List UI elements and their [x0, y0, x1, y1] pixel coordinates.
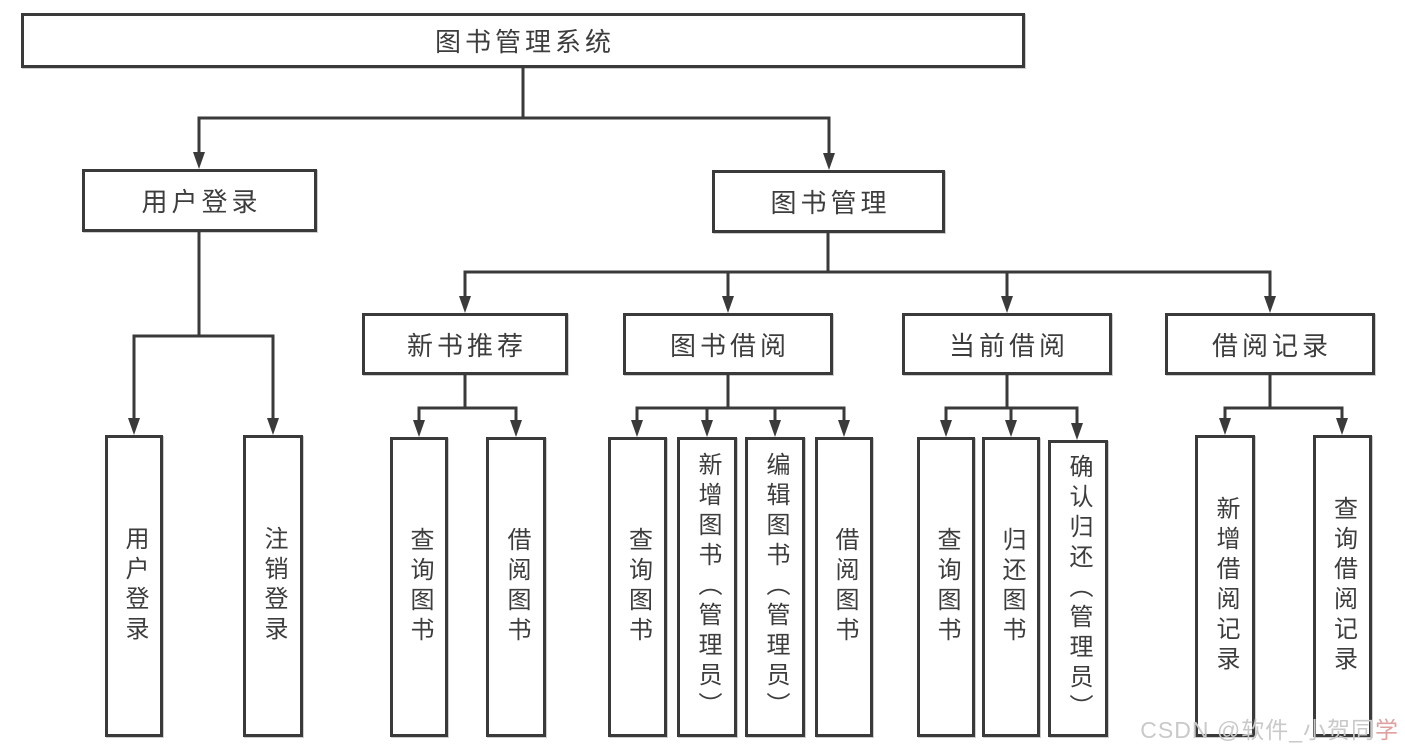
- arrow-icon: [1005, 420, 1017, 437]
- node-label: 查询图书: [933, 527, 960, 647]
- node-label: 图书借阅: [669, 330, 790, 361]
- node-label: 新书推荐: [406, 330, 527, 361]
- watermark-accent-text: 学: [1375, 717, 1399, 743]
- node-book-borrowing: 图书借阅: [623, 313, 833, 375]
- node-leaf-query-books: 查询图书: [608, 437, 667, 737]
- node-label: 借阅图书: [831, 527, 858, 647]
- arrow-icon: [459, 296, 471, 313]
- arrowheads: [128, 152, 1348, 440]
- arrow-icon: [510, 420, 522, 437]
- node-label: 用户登录: [121, 526, 148, 646]
- node-label: 图书管理系统: [434, 27, 615, 57]
- arrow-icon: [413, 420, 425, 437]
- arrow-icon: [1071, 423, 1083, 440]
- node-root-library-system: 图书管理系统: [21, 13, 1025, 68]
- arrow-icon: [823, 153, 835, 170]
- node-current-borrowing: 当前借阅: [902, 313, 1112, 375]
- node-label: 新增借阅记录: [1212, 496, 1239, 676]
- node-leaf-confirm-return-admin: 确认归还（管理员）: [1048, 440, 1108, 737]
- node-leaf-add-books-admin: 新增图书（管理员）: [677, 437, 737, 737]
- node-label: 借阅图书: [503, 527, 530, 647]
- arrow-icon: [940, 420, 952, 437]
- node-leaf-logout: 注销登录: [243, 435, 303, 737]
- node-leaf-borrow-books: 借阅图书: [486, 437, 546, 737]
- connector-book-borrow-branch: [635, 373, 846, 424]
- node-leaf-user-login: 用户登录: [105, 435, 163, 737]
- arrow-icon: [1264, 296, 1276, 313]
- connector-new-book-rec-branch: [417, 373, 518, 424]
- connector-borrow-records-branch: [1223, 373, 1344, 422]
- node-label: 注销登录: [260, 526, 287, 646]
- node-label: 图书管理: [770, 188, 891, 218]
- arrow-icon: [722, 296, 734, 313]
- node-leaf-edit-books-admin: 编辑图书（管理员）: [745, 437, 805, 737]
- node-label: 查询图书: [624, 527, 652, 647]
- connector-root-trunk: [197, 66, 831, 157]
- arrow-icon: [631, 420, 643, 437]
- connector-book-mgmt-branch: [463, 231, 1272, 300]
- arrow-icon: [128, 418, 140, 435]
- node-label: 用户登录: [141, 187, 262, 217]
- arrow-icon: [838, 420, 850, 437]
- arrow-icon: [701, 420, 713, 437]
- watermark-text: CSDN @软件_小贺同: [1140, 717, 1375, 743]
- node-label: 归还图书: [998, 527, 1025, 647]
- node-leaf-add-borrow-record: 新增借阅记录: [1195, 435, 1255, 737]
- arrow-icon: [769, 420, 781, 437]
- node-new-book-recommendation: 新书推荐: [362, 313, 568, 375]
- node-label: 当前借阅: [948, 330, 1069, 361]
- arrow-icon: [1001, 296, 1013, 313]
- node-label: 查询借阅记录: [1329, 496, 1357, 676]
- node-leaf-return-books: 归还图书: [982, 437, 1040, 737]
- node-label: 查询图书: [406, 527, 433, 647]
- arrow-icon: [1219, 418, 1231, 435]
- csdn-watermark: CSDN @软件_小贺同学: [1140, 711, 1399, 745]
- node-borrowing-records: 借阅记录: [1165, 313, 1375, 375]
- node-user-login: 用户登录: [82, 169, 317, 232]
- node-leaf-query-books: 查询图书: [917, 437, 975, 737]
- node-label: 借阅记录: [1211, 330, 1332, 361]
- arrow-icon: [267, 418, 279, 435]
- node-label: 编辑图书（管理员）: [762, 452, 789, 722]
- node-leaf-borrow-books: 借阅图书: [815, 437, 873, 737]
- connector-current-borrow-branch: [944, 373, 1079, 427]
- connector-user-login-branch: [132, 230, 275, 422]
- node-label: 确认归还（管理员）: [1065, 453, 1092, 724]
- arrow-icon: [193, 152, 205, 169]
- node-leaf-query-books: 查询图书: [390, 437, 448, 737]
- arrow-icon: [1336, 418, 1348, 435]
- node-book-management: 图书管理: [712, 170, 945, 233]
- node-label: 新增图书（管理员）: [694, 452, 721, 722]
- node-leaf-query-borrow-record: 查询借阅记录: [1313, 435, 1372, 737]
